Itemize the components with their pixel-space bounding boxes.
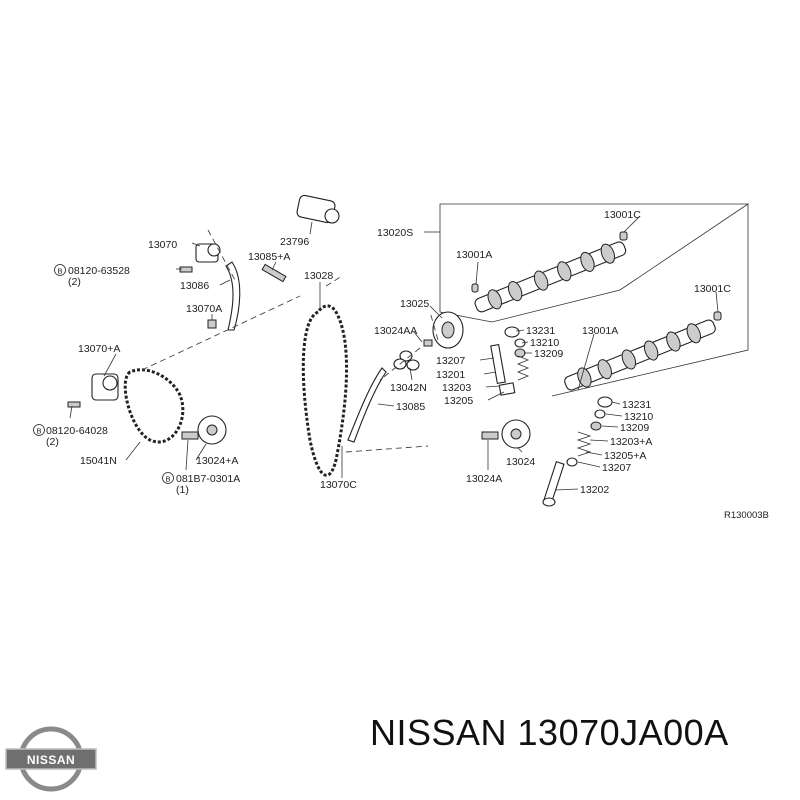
pin-icon <box>471 283 479 293</box>
tensioner-13070 <box>195 243 221 263</box>
part-label: 13205+A <box>604 450 646 462</box>
part-label: (1) <box>176 484 189 496</box>
part-label: 13086 <box>180 280 209 292</box>
part-label: 13085 <box>396 401 425 413</box>
part-label: 08120-63528 <box>68 265 130 277</box>
bolt-icon <box>481 431 499 440</box>
part-label: 13231 <box>526 325 555 337</box>
part-label: (2) <box>68 276 81 288</box>
bolt-icon <box>423 339 433 347</box>
svg-text:B: B <box>165 475 170 484</box>
svg-text:B: B <box>57 267 62 276</box>
svg-text:B: B <box>36 427 41 436</box>
part-label: 13210 <box>530 337 559 349</box>
part-label: 13020S <box>377 227 413 239</box>
part-label: 13001A <box>582 325 618 337</box>
part-label: 13001C <box>604 209 641 221</box>
part-label: 13207 <box>436 355 465 367</box>
bolt-symbol: B <box>162 472 174 484</box>
part-label: 15041N <box>80 455 117 467</box>
part-label: 13202 <box>580 484 609 496</box>
part-label: 13207 <box>602 462 631 474</box>
part-label: 13024+A <box>196 455 238 467</box>
part-label: 13028 <box>304 270 333 282</box>
part-label: 13024 <box>506 456 535 468</box>
bolt-symbol: B <box>54 264 66 276</box>
alignment-lines <box>141 229 439 453</box>
nissan-logo: NISSAN <box>5 726 97 792</box>
part-label: 13070+A <box>78 343 120 355</box>
plug-icon <box>619 231 628 241</box>
part-label: 08120-64028 <box>46 425 108 437</box>
part-label: 13070 <box>148 239 177 251</box>
part-label: 13209 <box>534 348 563 360</box>
part-label: 13025 <box>400 298 429 310</box>
chain-guide <box>347 367 387 443</box>
part-label: 13070A <box>186 303 222 315</box>
diagram-reference: R130003B <box>724 510 769 521</box>
pin-icon <box>261 263 287 283</box>
part-label: 13203 <box>442 382 471 394</box>
part-label: 13210 <box>624 411 653 423</box>
timing-chain <box>301 304 349 477</box>
part-label: 13201 <box>436 369 465 381</box>
part-label: 13070C <box>320 479 357 491</box>
part-label: 081B7-0301A <box>176 473 240 485</box>
bolt-icon <box>181 431 199 440</box>
chain-guide <box>225 261 241 331</box>
upper-camshaft <box>474 241 627 313</box>
page-title: NISSAN 13070JA00A <box>370 712 729 753</box>
plug-icon <box>713 311 722 321</box>
tensioner-13070a <box>91 373 119 401</box>
leader-lines <box>69 215 719 491</box>
crank-sprocket-right <box>501 419 531 449</box>
valve-stack-upper <box>393 326 530 396</box>
part-label: 13085+A <box>248 251 290 263</box>
lower-camshaft <box>564 319 716 391</box>
crank-sprocket-left <box>197 415 227 445</box>
part-labels: 13001C 13020S 13001A 13001C 13025 13024A… <box>46 209 769 521</box>
part-label: 23796 <box>280 236 309 248</box>
bolt-icon <box>207 319 217 329</box>
part-label: 13001A <box>456 249 492 261</box>
bolt-symbol: B <box>33 424 45 436</box>
part-label: 13001C <box>694 283 731 295</box>
tensioner-23796 <box>296 194 340 224</box>
part-label: 13231 <box>622 399 651 411</box>
part-label: 13024AA <box>374 325 417 337</box>
part-label: 13203+A <box>610 436 652 448</box>
oil-pump-chain <box>123 368 185 444</box>
cam-sprocket <box>432 311 464 349</box>
camshaft-box <box>424 203 750 397</box>
part-label: 13024A <box>466 473 502 485</box>
part-label: 13205 <box>444 395 473 407</box>
valve-stack-lower <box>542 396 613 507</box>
part-label: 13209 <box>620 422 649 434</box>
bolt-icon <box>67 401 81 408</box>
bolt-icon <box>179 266 193 273</box>
part-label: (2) <box>46 436 59 448</box>
part-label: 13042N <box>390 382 427 394</box>
svg-text:NISSAN: NISSAN <box>27 753 75 767</box>
